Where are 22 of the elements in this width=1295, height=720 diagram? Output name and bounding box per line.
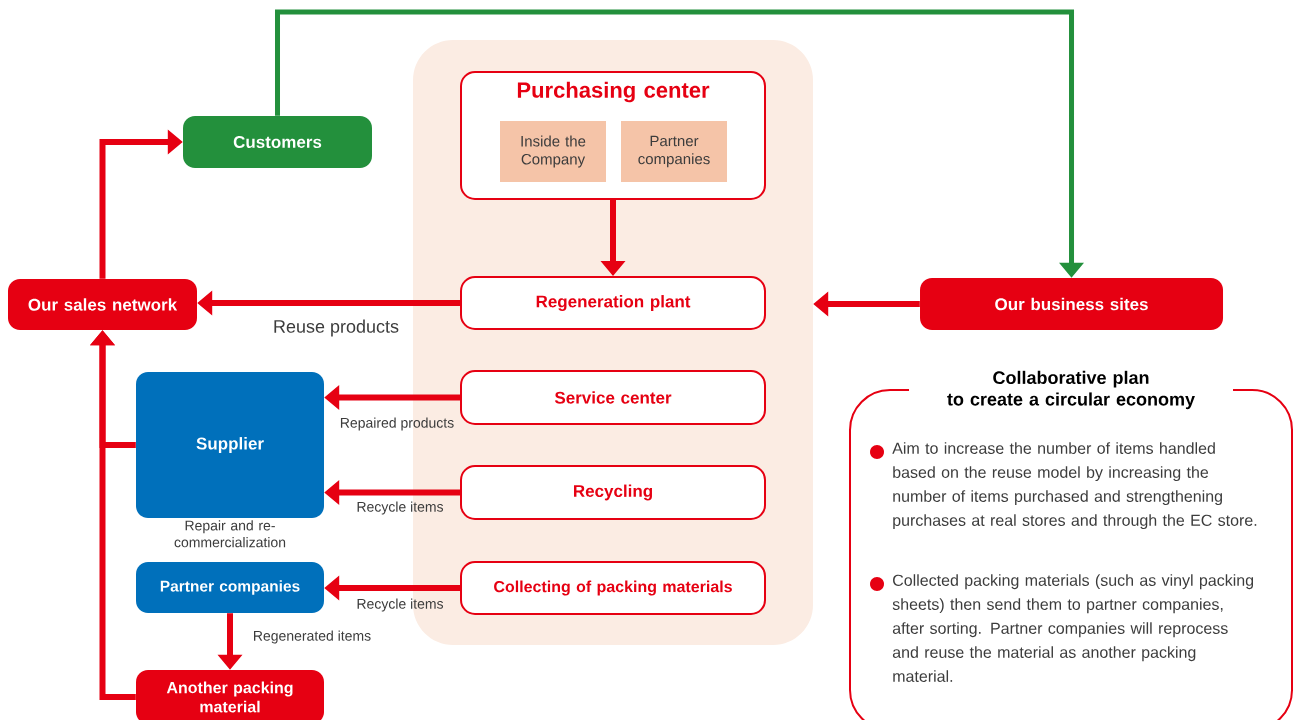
process-box: Service center xyxy=(460,370,766,425)
process-box: Our business sites xyxy=(920,278,1223,330)
node-label: Repair and re-commercialization xyxy=(174,520,286,548)
edge-label: Reuse products xyxy=(274,319,399,337)
note-card: Collaborative plan to create a circular economy Aim to increase the number of items handled based on the reuse model by increasing the number of items purchased and strengthening purchases at real stores and through the EC store. Collected packing materials (such as vinyl packing sheets) then send them to partner companies, after sorting. Partner companies will reprocess and reuse the material as another packing material. xyxy=(849,368,1293,720)
process-box: Another packing material xyxy=(136,670,324,720)
process-box: Recycling xyxy=(460,465,766,520)
bullet-item: Collected packing materials (such as vinyl packing sheets) then send them to partner companies, after sorting. Partner companies will reprocess and reuse the material as another packing material. xyxy=(870,574,1254,682)
process-box: Regeneration plant xyxy=(460,276,766,330)
category-box: Inside the Company xyxy=(500,121,606,182)
edge-label: Recycle items xyxy=(357,598,444,612)
edge-label: Regenerated items xyxy=(254,630,371,644)
bullet-item: Aim to increase the number of items handled based on the reuse model by increasing the number of items purchased and strengthening purchases at real stores and through the EC store. xyxy=(870,442,1257,530)
process-box: Supplier xyxy=(136,372,324,518)
edge-label: Recycle items xyxy=(357,501,444,515)
process-box: Collecting of packing materials xyxy=(460,561,766,615)
category-box: Partner companies xyxy=(621,121,727,182)
node-label: Collaborative plan xyxy=(993,370,1149,388)
process-box: Partner companies xyxy=(136,562,324,613)
process-box: Our sales network xyxy=(8,279,197,330)
process-box: Customers xyxy=(183,116,372,168)
edge-label: Repaired products xyxy=(340,417,454,431)
